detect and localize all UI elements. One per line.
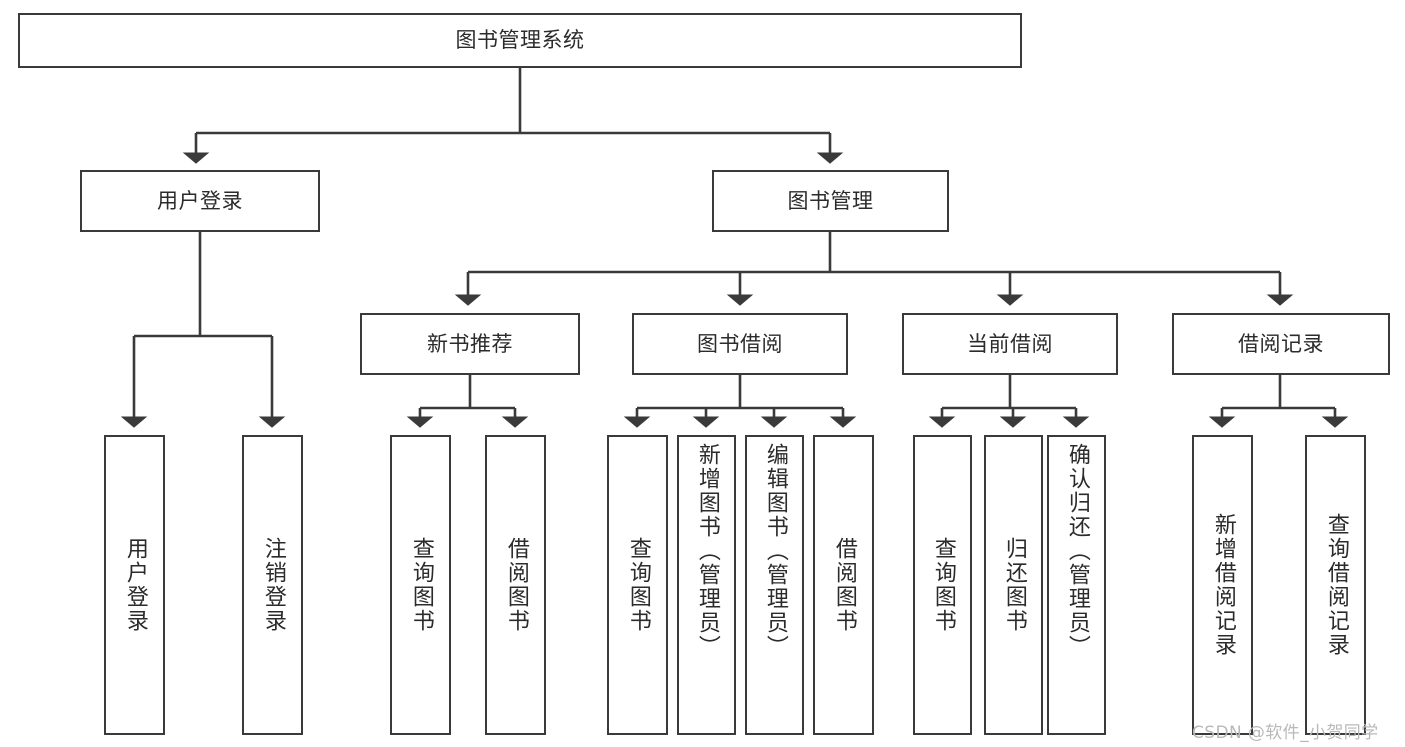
leaf-book-borrow-query-book[interactable]: 查询图书 xyxy=(607,435,668,735)
leaf-book-borrow-borrow-book[interactable]: 借阅图书 xyxy=(813,435,874,735)
node-user-login[interactable]: 用户登录 xyxy=(80,170,320,232)
leaf-borrow-record-query-record[interactable]: 查询借阅记录 xyxy=(1305,435,1366,735)
leaf-new-book-borrow-book[interactable]: 借阅图书 xyxy=(485,435,546,735)
node-label: 借阅图书 xyxy=(503,537,529,633)
node-borrow-record[interactable]: 借阅记录 xyxy=(1172,313,1390,375)
leaf-current-borrow-query-book[interactable]: 查询图书 xyxy=(913,435,972,735)
leaf-user-login-login[interactable]: 用户登录 xyxy=(104,435,165,735)
leaf-borrow-record-add-record[interactable]: 新增借阅记录 xyxy=(1192,435,1253,735)
node-label: 归还图书 xyxy=(1001,537,1027,633)
node-label: 借阅记录 xyxy=(1238,331,1324,356)
leaf-book-borrow-edit-book-admin[interactable]: 编辑图书（管理员） xyxy=(745,435,804,735)
node-label: 新书推荐 xyxy=(427,331,513,356)
node-label: 查询图书 xyxy=(408,537,434,633)
node-label: 查询图书 xyxy=(625,537,651,633)
node-label: 编辑图书（管理员） xyxy=(762,443,788,659)
node-label: 用户登录 xyxy=(122,537,148,633)
node-label: 图书管理 xyxy=(787,188,874,213)
node-label: 图书管理系统 xyxy=(455,28,585,53)
node-new-book-recommend[interactable]: 新书推荐 xyxy=(360,313,580,375)
leaf-current-borrow-return-book[interactable]: 归还图书 xyxy=(984,435,1043,735)
leaf-book-borrow-add-book-admin[interactable]: 新增图书（管理员） xyxy=(677,435,736,735)
node-label: 新增图书（管理员） xyxy=(694,443,720,659)
leaf-user-login-logout[interactable]: 注销登录 xyxy=(242,435,303,735)
node-label: 新增借阅记录 xyxy=(1210,513,1236,657)
node-book-borrow[interactable]: 图书借阅 xyxy=(632,313,848,375)
node-current-borrow[interactable]: 当前借阅 xyxy=(902,313,1118,375)
node-label: 当前借阅 xyxy=(967,331,1053,356)
node-label: 图书借阅 xyxy=(697,331,783,356)
node-label: 注销登录 xyxy=(260,537,286,633)
node-label: 查询图书 xyxy=(930,537,956,633)
node-label: 确认归还（管理员） xyxy=(1064,443,1090,659)
node-book-management[interactable]: 图书管理 xyxy=(712,170,949,232)
leaf-current-borrow-confirm-return-admin[interactable]: 确认归还（管理员） xyxy=(1047,435,1106,735)
node-label: 用户登录 xyxy=(157,188,243,213)
csdn-watermark: CSDN @软件_小贺同学 xyxy=(1192,723,1379,743)
node-label: 查询借阅记录 xyxy=(1323,513,1349,657)
node-label: 借阅图书 xyxy=(831,537,857,633)
leaf-new-book-query-book[interactable]: 查询图书 xyxy=(390,435,451,735)
node-root-book-management-system[interactable]: 图书管理系统 xyxy=(18,13,1022,68)
